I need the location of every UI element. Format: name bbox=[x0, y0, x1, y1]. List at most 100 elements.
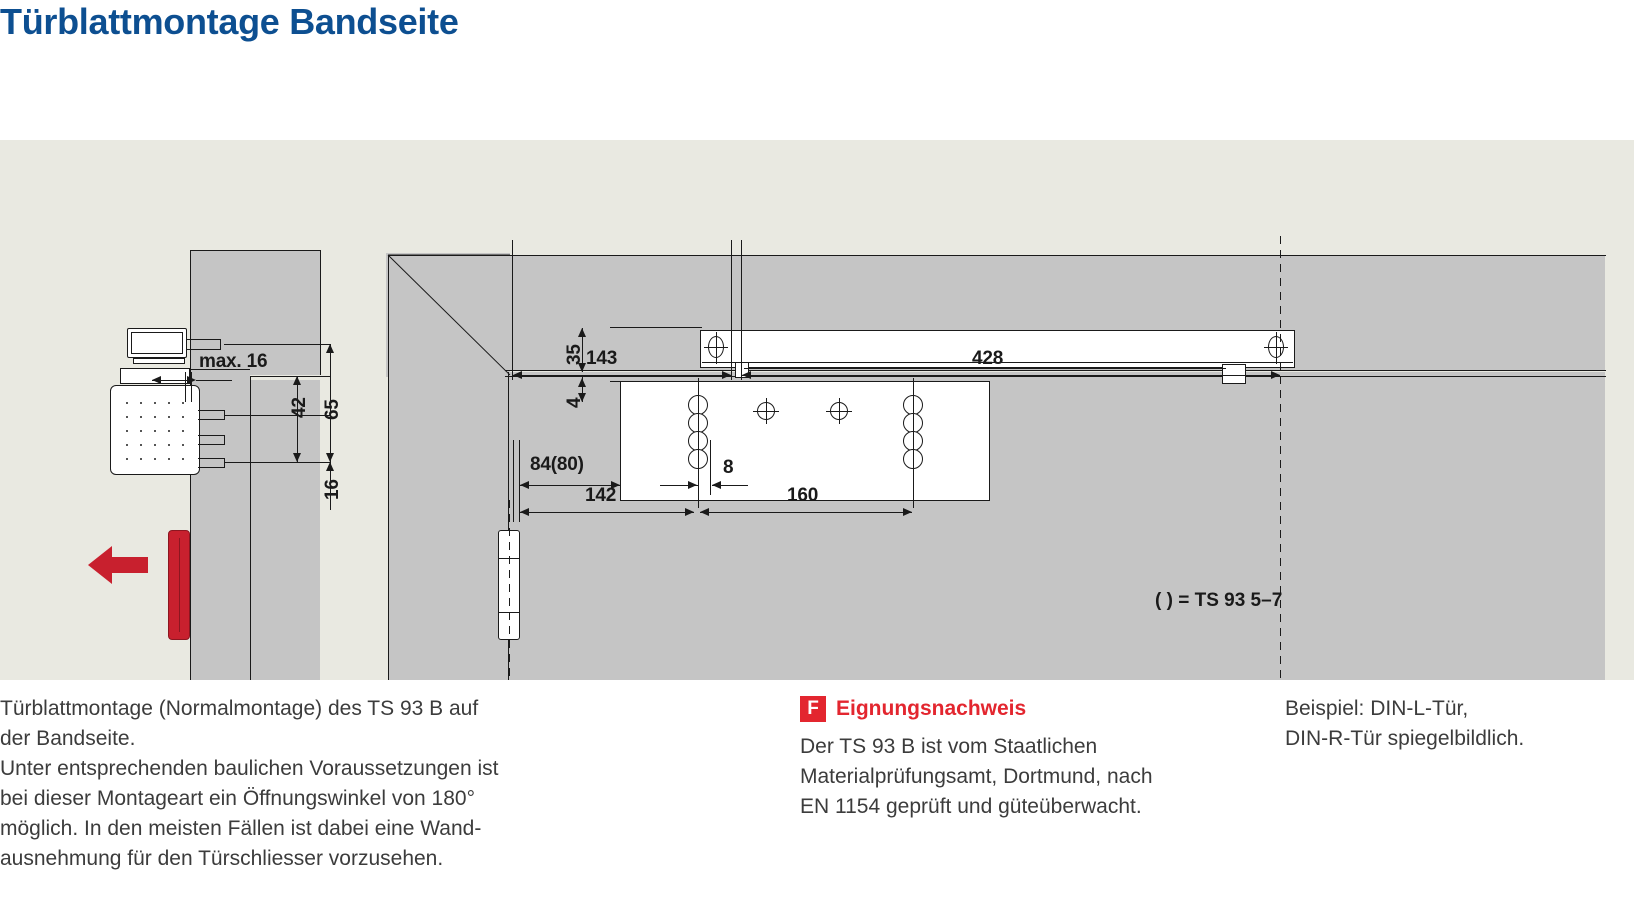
dimension-142-ext-left-b bbox=[519, 440, 520, 522]
dimension-84-line bbox=[520, 485, 620, 486]
dimension-142-ext-left-a bbox=[513, 440, 514, 522]
dimension-max16-line-left bbox=[152, 380, 188, 381]
door-step-vertical bbox=[250, 376, 251, 680]
reveal-chamfer bbox=[386, 253, 511, 377]
technical-drawing-figure: max. 16 65 42 16 bbox=[0, 140, 1634, 682]
certification-title: Eignungsnachweis bbox=[836, 697, 1027, 720]
dimension-142-arrow-left bbox=[520, 508, 529, 516]
dimension-65-line bbox=[330, 344, 331, 462]
slide-rail bbox=[700, 330, 1295, 368]
arm-screw-line-b bbox=[186, 349, 220, 350]
dimension-8-arrow-a bbox=[688, 481, 697, 489]
closer-perforation-grid bbox=[120, 396, 192, 464]
arm-bracket-base bbox=[133, 358, 185, 364]
door-leaf-plan-left-edge bbox=[388, 255, 389, 680]
dimension-428-line bbox=[742, 375, 1280, 376]
arm-link-line bbox=[744, 368, 1226, 369]
certification-heading-row: F Eignungsnachweis bbox=[800, 694, 1260, 724]
dimension-160-line bbox=[700, 512, 912, 513]
dimension-16-label: 16 bbox=[322, 479, 343, 500]
dimension-8-line-left bbox=[660, 485, 698, 486]
fire-rating-badge-icon: F bbox=[800, 696, 826, 722]
dimension-428-ext-right bbox=[1280, 236, 1281, 682]
hole-column-axis-right bbox=[913, 378, 914, 508]
dimension-8-arrow-b bbox=[712, 481, 721, 489]
dimension-16-arrow-top bbox=[326, 462, 334, 471]
arm-connector bbox=[1222, 364, 1246, 384]
dimension-143-arrow-right bbox=[722, 371, 731, 379]
door-leaf-lower bbox=[190, 380, 320, 680]
dimension-35-ext-top bbox=[610, 327, 702, 328]
dimension-42-line bbox=[297, 376, 298, 462]
dimension-max16-ext-a bbox=[185, 372, 186, 402]
dimension-8-line-right bbox=[712, 485, 748, 486]
screw-line-1b bbox=[198, 419, 224, 420]
red-hinge-axis bbox=[179, 538, 180, 632]
dimension-42-label: 42 bbox=[289, 397, 310, 418]
dimension-160-arrow-right bbox=[903, 508, 912, 516]
door-top-line bbox=[190, 250, 321, 251]
description-line-5: möglich. In den meisten Fällen ist dabei… bbox=[0, 817, 482, 840]
dimension-4-ext-bottom bbox=[610, 381, 622, 382]
example-line-1: Beispiel: DIN-L-Tür, bbox=[1285, 697, 1469, 720]
slide-rail-hole-right-cross-v bbox=[1276, 332, 1277, 364]
dimension-65-label: 65 bbox=[322, 399, 343, 420]
wall-plan-inner-left bbox=[508, 372, 509, 680]
closer-body-plan bbox=[620, 381, 990, 501]
door-leaf-upper bbox=[190, 250, 320, 375]
dimension-4-arrow-bottom bbox=[578, 393, 586, 402]
dimension-160-arrow-left bbox=[700, 508, 709, 516]
frame-strip bbox=[190, 372, 250, 382]
dimension-65-arrow-bottom bbox=[326, 453, 334, 462]
dimension-428-ext-left bbox=[741, 240, 742, 380]
dimension-84-arrow-left bbox=[520, 481, 529, 489]
screw-line-2b bbox=[198, 444, 224, 445]
leader-65-top bbox=[224, 344, 330, 345]
certification-line-3: EN 1154 geprüft und güteüberwacht. bbox=[800, 795, 1142, 818]
screw-end-3 bbox=[224, 458, 225, 468]
fixing-hole-center-a-cross-v bbox=[766, 398, 767, 424]
dimension-84-label: 84(80) bbox=[530, 454, 584, 475]
certification-line-1: Der TS 93 B ist vom Staatlichen bbox=[800, 735, 1098, 758]
dimension-max16-label: max. 16 bbox=[199, 351, 268, 372]
dimension-143-ext-left bbox=[512, 240, 513, 380]
dimension-42-arrow-bottom bbox=[293, 453, 301, 462]
door-edge-line-right bbox=[320, 250, 321, 375]
dimension-428-arrow-right bbox=[1271, 371, 1280, 379]
dimension-max16-arrow-left bbox=[152, 376, 161, 384]
dimension-143-label: 143 bbox=[586, 348, 618, 369]
arm-screw-line-a bbox=[186, 339, 220, 340]
wall-plan-top-line bbox=[388, 255, 1606, 256]
page-title: Türblattmontage Bandseite bbox=[0, 1, 459, 42]
dimension-84-arrow-right bbox=[611, 481, 620, 489]
dimension-35-arrow-top bbox=[578, 328, 586, 337]
dimension-8-ext-a bbox=[698, 440, 699, 495]
dimension-142-line bbox=[520, 512, 694, 513]
dimension-428-arrow-left bbox=[742, 371, 751, 379]
example-column: Beispiel: DIN-L-Tür, DIN-R-Tür spiegelbi… bbox=[1285, 694, 1634, 754]
dimension-160-label: 160 bbox=[787, 485, 819, 506]
dimension-143-arrow-left bbox=[513, 371, 522, 379]
dimension-4-arrow-top bbox=[578, 378, 586, 387]
arm-screw-end bbox=[220, 339, 221, 350]
dimension-35-arrow-bottom bbox=[578, 363, 586, 372]
dimension-143-line bbox=[513, 375, 731, 376]
legend-note: ( ) = TS 93 5–7 bbox=[1155, 590, 1283, 611]
dimension-max16-line-right bbox=[196, 380, 232, 381]
slide-rail-hole-left-cross-v bbox=[716, 332, 717, 364]
dimension-16-line bbox=[330, 462, 331, 510]
screw-line-1 bbox=[198, 410, 224, 411]
screw-line-2 bbox=[198, 435, 224, 436]
dimension-4-line bbox=[582, 376, 583, 402]
wall-plan-mid-line bbox=[505, 370, 1606, 371]
description-line-3: Unter entsprechenden baulichen Vorausset… bbox=[0, 757, 499, 780]
fixing-hole-center-b-cross-v bbox=[839, 398, 840, 424]
dimension-142-label: 142 bbox=[585, 485, 617, 506]
description-line-2: der Bandseite. bbox=[0, 727, 136, 750]
screw-line-3b bbox=[198, 467, 224, 468]
dimension-65-arrow-top bbox=[326, 344, 334, 353]
screw-end-2 bbox=[224, 435, 225, 445]
left-direction-arrow-icon bbox=[88, 546, 148, 584]
dimension-143-ext-right bbox=[731, 240, 732, 380]
hinge-pin-axis bbox=[509, 500, 510, 680]
